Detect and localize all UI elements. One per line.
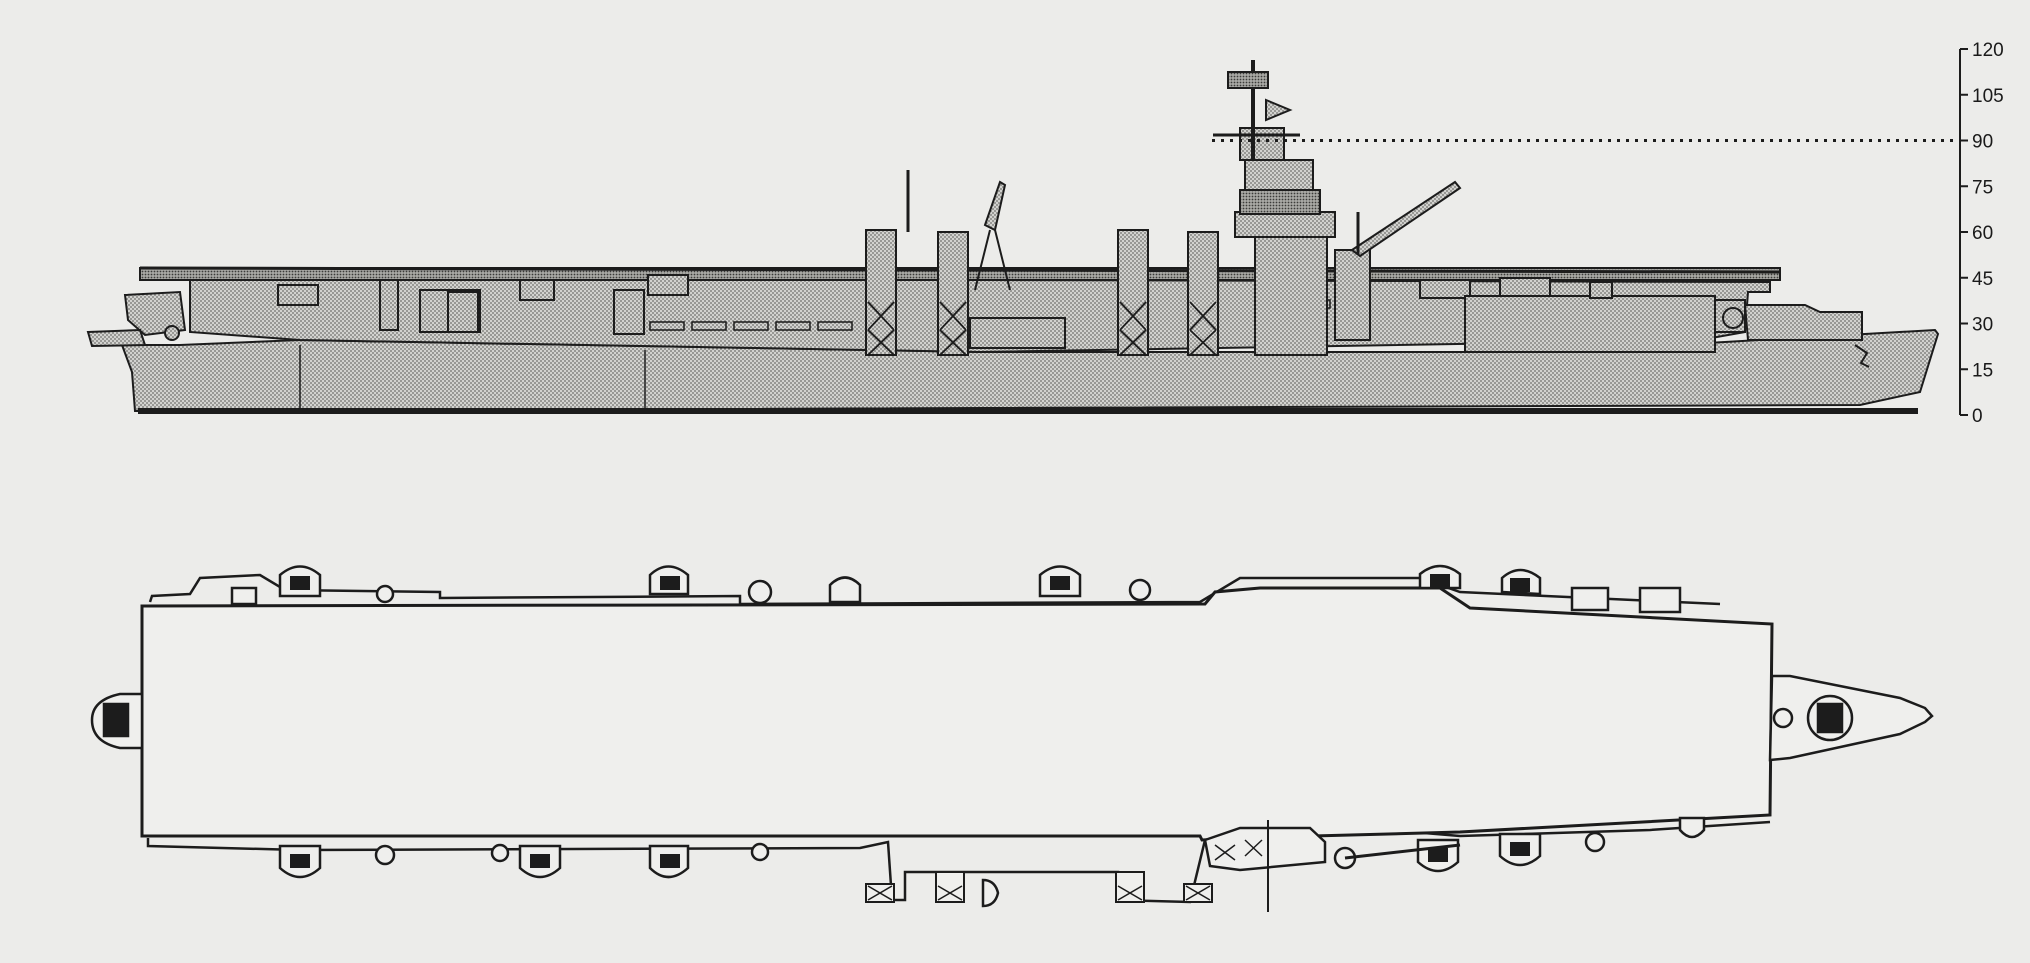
funnel-lattice: [867, 301, 1217, 356]
plan-island-detail: [1214, 839, 1263, 861]
gallery-panel: [379, 279, 399, 331]
anchor: [1854, 344, 1870, 368]
plan-hatch: [1570, 586, 1610, 612]
island-fire-control: [1239, 127, 1285, 161]
height-scale: 0 15 30 45 60 75 90 105 120: [1959, 40, 2004, 427]
plan-stern-gun: [102, 702, 130, 738]
aft-crane-mast: [974, 229, 1011, 291]
height-scale-label: 120: [1972, 40, 2004, 61]
island-platform: [1244, 159, 1314, 191]
height-scale-label: 90: [1972, 132, 1993, 153]
gallery-panel: [1589, 281, 1613, 299]
gallery-panel: [1464, 295, 1716, 353]
height-scale-label: 75: [1972, 177, 1993, 198]
radar-antenna: [1227, 71, 1269, 89]
plan-island: [1203, 826, 1327, 872]
plan-flight-deck: [140, 586, 1774, 842]
plan-gun-barrel: [290, 842, 1530, 868]
island-side: [1334, 249, 1371, 341]
funnel: [865, 229, 1219, 356]
height-scale-label: 15: [1972, 360, 1993, 381]
plan-view: [90, 564, 1934, 912]
plan-bow-winch: [1772, 707, 1794, 729]
height-scale-label: 30: [1972, 315, 1993, 336]
plan-director: [828, 576, 862, 604]
gallery-panel: [277, 284, 319, 306]
gallery-panel: [613, 289, 645, 335]
gallery-gun: [1722, 307, 1744, 329]
stern-gun-mount: [164, 325, 180, 341]
mast-flag: [1265, 98, 1293, 122]
plan-funnel: [865, 871, 1213, 903]
gallery-panel: [447, 291, 479, 333]
aft-crane: [983, 180, 1007, 232]
height-scale-label: 45: [1972, 269, 1993, 290]
forward-crane-jib: [1350, 180, 1462, 258]
island-base: [1254, 234, 1328, 356]
plan-bow-fitting: [1678, 816, 1706, 839]
gallery-panel: [647, 274, 689, 296]
height-scale-label: 105: [1972, 86, 2004, 107]
plan-small-mount: [374, 578, 1606, 866]
island-bridge: [1239, 189, 1321, 215]
gallery-panel: [1499, 277, 1551, 297]
plan-gun-barrel: [290, 574, 1530, 592]
plan-funnel-hatching: [867, 885, 1211, 901]
profile-hull: [120, 328, 1940, 413]
island-upper: [1234, 211, 1336, 238]
plan-boat: [981, 878, 1000, 908]
height-scale-label: 60: [1972, 223, 1993, 244]
height-scale-label: 0: [1972, 406, 1983, 427]
stern-gun: [86, 328, 147, 348]
plan-hatch: [1638, 586, 1682, 614]
plan-crane-jib: [1344, 843, 1461, 860]
height-scale-ticks: 0 15 30 45 60 75 90 105 120: [1960, 40, 2004, 427]
profile-view: [86, 60, 1955, 414]
bow-structure: [1743, 304, 1863, 341]
aft-crane-base: [969, 317, 1066, 349]
gallery-panel: [519, 279, 555, 301]
plan-starboard-gallery: [148, 573, 1721, 606]
plan-bow-gun: [1816, 702, 1844, 734]
plan-hatch: [230, 586, 258, 606]
hangar-structure: [189, 276, 1771, 354]
gallery-panel: [1419, 279, 1471, 299]
